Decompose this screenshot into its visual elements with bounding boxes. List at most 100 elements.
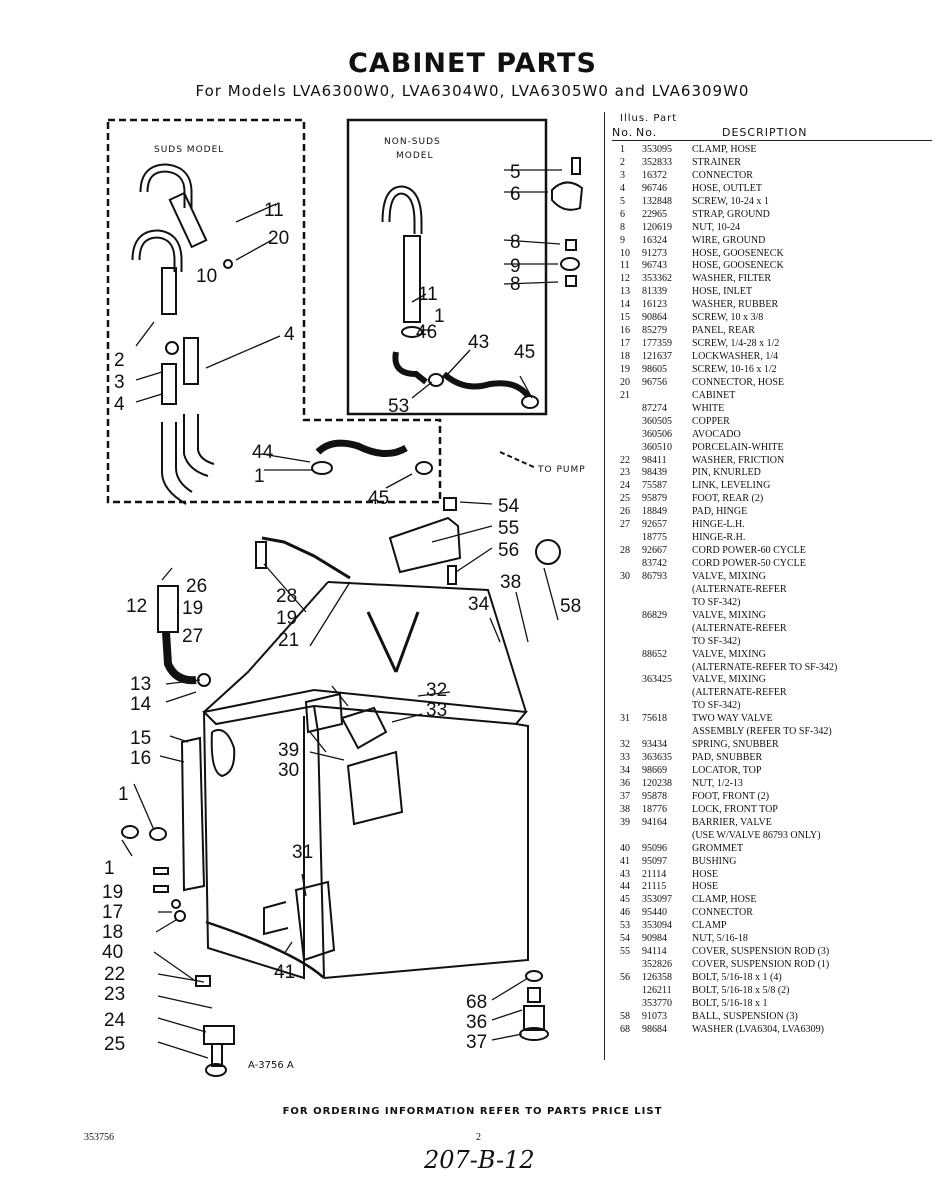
non-suds-hoses [381, 185, 539, 409]
row-illus-no: 34 [620, 765, 630, 776]
page-title: CABINET PARTS [348, 48, 597, 79]
svg-text:53: 53 [388, 396, 409, 417]
row-part-no: 96756 [642, 376, 667, 388]
row-illus-no: 38 [620, 803, 630, 815]
row-illus-no [612, 726, 642, 739]
row-description: CLAMP [692, 920, 727, 932]
svg-text:40: 40 [102, 942, 123, 963]
row-part-no: 87274 [642, 402, 667, 414]
svg-text:24: 24 [104, 1010, 126, 1031]
row-illus-no: 17 [620, 338, 630, 350]
row-illus-no [612, 700, 642, 713]
row-illus-no: 16 [620, 325, 630, 337]
row-description: WASHER, RUBBER [692, 299, 779, 311]
row-part-no: 98411 [642, 454, 667, 466]
row-part-no: 81339 [642, 286, 667, 298]
row-part-no [642, 700, 692, 713]
svg-text:45: 45 [514, 342, 535, 363]
row-description: HOSE, GOOSENECK [692, 260, 784, 272]
row-illus-no: 43 [620, 868, 630, 880]
row-description: SPRING, SNUBBER [692, 739, 779, 751]
row-illus-no [612, 662, 642, 675]
row-part-no [642, 584, 692, 597]
row-illus-no: 3 [620, 169, 625, 181]
row-part-no: 90984 [642, 933, 667, 945]
row-part-no [642, 623, 692, 636]
svg-text:34: 34 [468, 594, 490, 615]
hose-44 [315, 439, 408, 457]
row-part-no: 90864 [642, 312, 667, 324]
row-part-no: 95097 [642, 855, 667, 867]
row-description: CONNECTOR, HOSE [692, 376, 785, 388]
row-part-no: 121637 [642, 351, 672, 362]
non-suds-label-1: NON-SUDS [384, 137, 441, 147]
row-description: VALVE, MIXING [692, 609, 766, 621]
row-description: CORD POWER-60 CYCLE [692, 545, 806, 557]
svg-text:56: 56 [498, 540, 519, 561]
row-part-no: 21115 [642, 881, 667, 893]
svg-text:16: 16 [130, 748, 151, 769]
row-illus-no [612, 649, 642, 662]
row-part-no: 18776 [642, 803, 667, 815]
svg-text:11: 11 [264, 200, 284, 221]
svg-text:26: 26 [186, 576, 207, 597]
row-illus-no: 54 [620, 933, 630, 945]
suspension-ball [535, 539, 561, 565]
row-part-no [642, 597, 692, 610]
ordering-note: FOR ORDERING INFORMATION REFER TO PARTS … [282, 1106, 663, 1117]
row-part-no: 360505 [642, 415, 672, 427]
inlet-hose [157, 585, 211, 687]
left-side-hardware [121, 825, 211, 987]
svg-text:37: 37 [466, 1032, 487, 1053]
row-description: AVOCADO [692, 428, 741, 440]
svg-text:33: 33 [426, 700, 447, 721]
leader-lines [121, 169, 562, 1059]
row-illus-no [612, 416, 642, 429]
svg-text:23: 23 [104, 984, 125, 1005]
row-illus-no [612, 623, 642, 636]
row-illus-no [612, 636, 642, 649]
row-illus-no [612, 985, 642, 998]
svg-text:10: 10 [196, 266, 217, 287]
row-illus-no: 39 [620, 816, 630, 828]
row-description: COVER, SUSPENSION ROD (3) [692, 946, 830, 958]
row-description: PIN, KNURLED [692, 467, 761, 479]
svg-text:8: 8 [510, 274, 521, 295]
exploded-parts-diagram: SUDS MODEL NON-SUDS MODEL TO PUMP [102, 118, 585, 1077]
row-illus-no: 58 [620, 1010, 630, 1022]
callout-numbers: 11 20 10 4 2 3 4 5 6 8 9 8 11 1 46 43 45… [102, 162, 581, 1055]
row-part-no: 18775 [642, 532, 667, 544]
row-part-no: 353097 [642, 894, 672, 906]
row-illus-no: 22 [620, 454, 630, 466]
row-description: SCREW, 1/4-28 x 1/2 [692, 338, 780, 350]
row-illus-no: 15 [620, 312, 630, 324]
svg-text:19: 19 [182, 598, 203, 619]
svg-text:19: 19 [102, 882, 123, 903]
header-illus-no: No. [612, 126, 634, 139]
table-row: (ALTERNATE-REFER [612, 623, 932, 636]
row-description: TO SF-342) [692, 635, 741, 647]
svg-text:46: 46 [416, 322, 437, 343]
row-illus-no: 53 [620, 920, 630, 932]
